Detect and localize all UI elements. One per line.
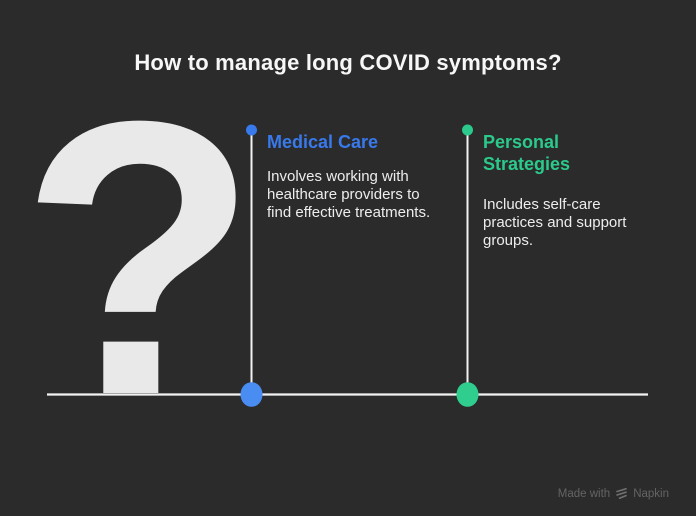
personal-strategies-section: Personal Strategies Includes self-care p… bbox=[483, 131, 663, 250]
medical-care-heading: Medical Care bbox=[267, 132, 379, 152]
question-mark: ? bbox=[20, 40, 258, 476]
medical-top-dot bbox=[246, 124, 257, 136]
napkin-logo-stroke bbox=[616, 488, 627, 493]
watermark-brand: Napkin bbox=[633, 487, 669, 500]
medical-care-description: Involves working with healthcare provide… bbox=[267, 168, 431, 221]
medical-baseline-dot bbox=[240, 382, 263, 407]
personal-strategies-description: Includes self-care practices and support… bbox=[483, 196, 627, 249]
personal-baseline-dot bbox=[456, 382, 479, 407]
napkin-logo-stroke bbox=[618, 494, 627, 499]
napkin-watermark: Made with Napkin bbox=[558, 487, 669, 500]
personal-strategies-heading: Personal Strategies bbox=[483, 132, 571, 174]
page-title: How to manage long COVID symptoms? bbox=[134, 50, 562, 75]
napkin-logo-stroke bbox=[616, 491, 627, 496]
personal-top-dot bbox=[462, 124, 473, 136]
napkin-logo-icon bbox=[616, 488, 627, 499]
watermark-prefix: Made with bbox=[557, 487, 611, 500]
medical-care-section: Medical Care Involves working with healt… bbox=[267, 131, 447, 222]
